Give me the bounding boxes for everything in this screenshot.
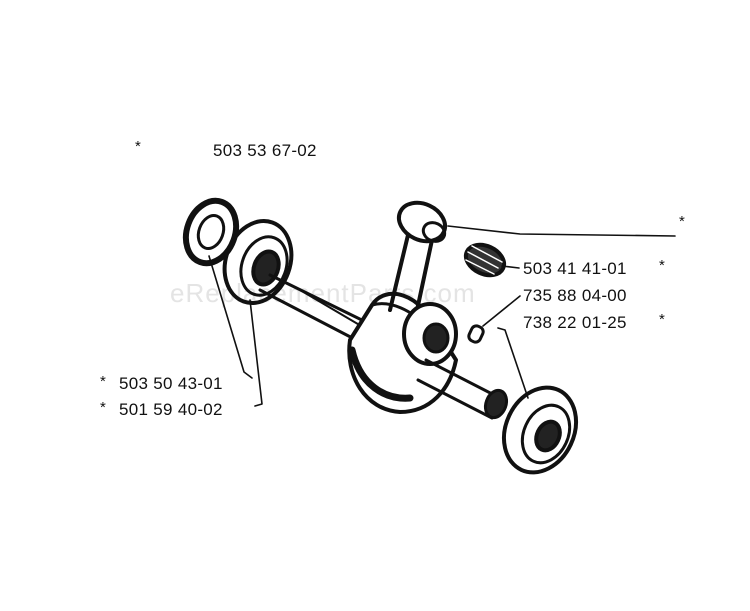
seal-star: * — [100, 373, 106, 390]
crankshaft-right-shaft — [416, 358, 509, 420]
key-part-number: 738 22 01-25 — [523, 313, 627, 332]
woodruff-key — [467, 324, 485, 344]
crankshaft-left-shaft — [258, 273, 374, 345]
ball-bearing-star: * — [100, 399, 106, 416]
connecting-rod — [388, 200, 458, 366]
washer-part-number: 735 88 04-00 — [523, 286, 627, 305]
needle-bearing-star: * — [659, 257, 665, 274]
pin-star: * — [679, 213, 685, 230]
ball-bearing-part-number: 501 59 40-02 — [119, 400, 223, 419]
needle-bearing — [463, 242, 507, 278]
leader-lines — [208, 225, 676, 407]
assembly-star: * — [135, 138, 141, 155]
oil-seal-left — [182, 197, 240, 267]
assembly-part-number: 503 53 67-02 — [213, 141, 317, 160]
key-star: * — [659, 311, 665, 328]
seal-part-number: 503 50 43-01 — [119, 374, 223, 393]
ball-bearing-right — [502, 385, 578, 475]
needle-bearing-part-number: 503 41 41-01 — [523, 259, 627, 278]
ball-bearing-left — [222, 219, 294, 305]
